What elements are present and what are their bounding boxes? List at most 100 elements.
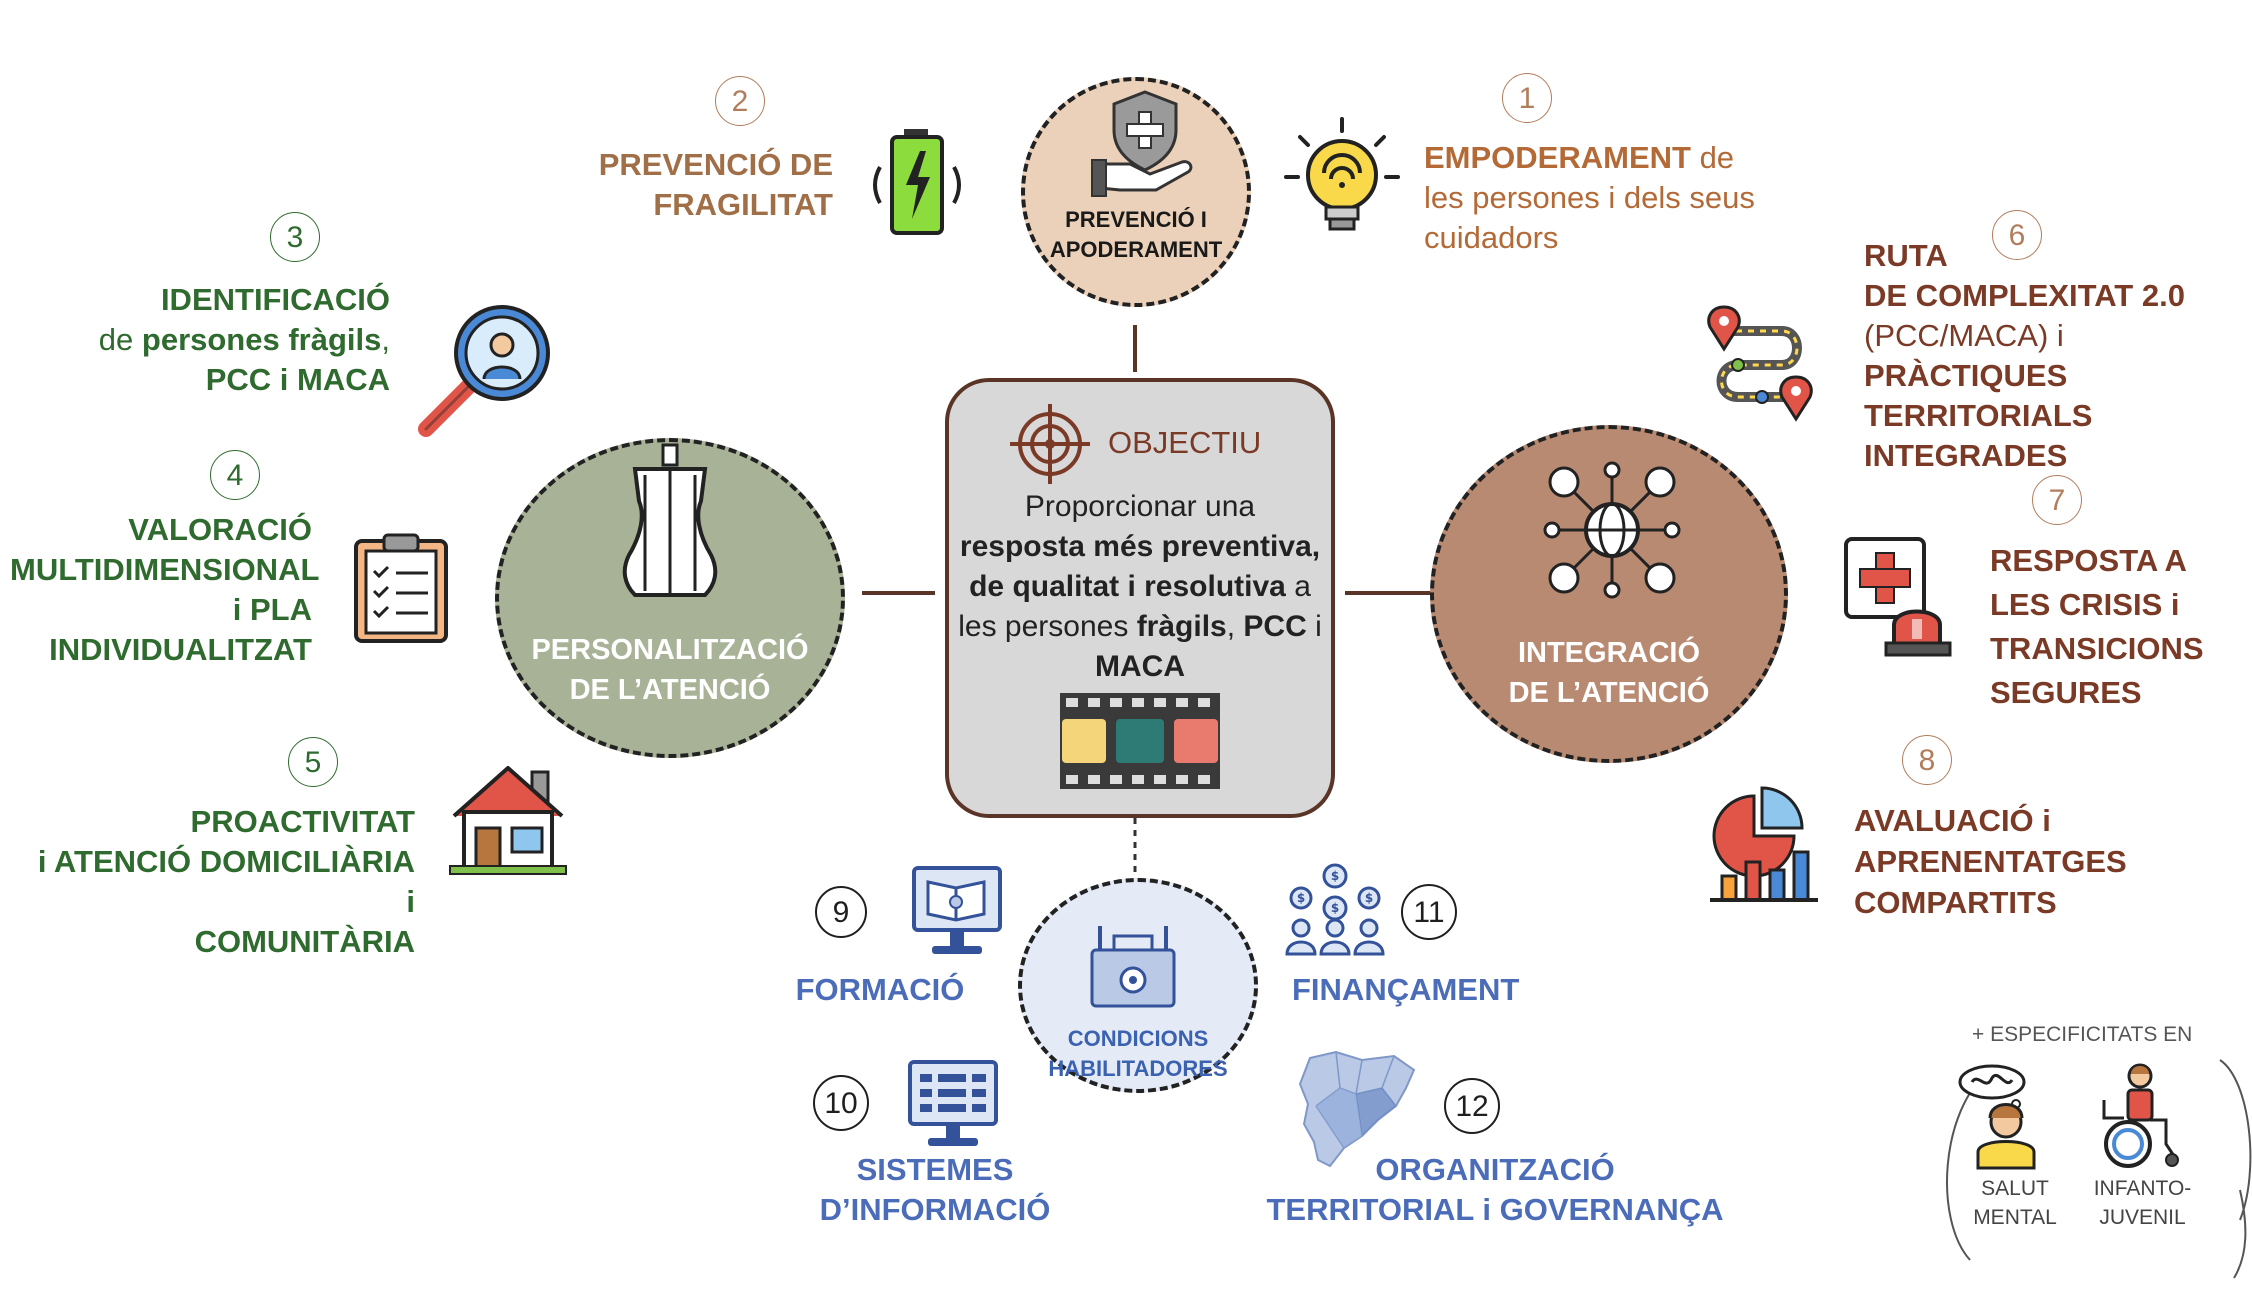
item-11-text: FINANÇAMENT — [1292, 970, 1519, 1010]
item-6-line-3: (PCC/MACA) i — [1864, 318, 2064, 353]
online-training-icon — [912, 866, 1002, 954]
condicions-hub-line-2: HABILITADORES — [1048, 1056, 1228, 1081]
item-3-text: IDENTIFICACIÓ de persones fràgils, PCC i… — [60, 280, 390, 400]
mannequin-icon — [622, 443, 718, 597]
item-1-bold: EMPODERAMENT — [1424, 140, 1691, 175]
item-8-line-3: COMPARTITS — [1854, 885, 2057, 920]
item-5-number: 5 — [288, 737, 338, 787]
information-system-icon — [908, 1060, 998, 1146]
item-4-line-2: MULTIDIMENSIONAL — [10, 552, 320, 587]
item-3-number: 3 — [270, 212, 320, 262]
item-6-line-5: INTEGRADES — [1864, 438, 2068, 473]
prevencio-hub-label: PREVENCIÓ I APODERAMENT — [1021, 205, 1251, 265]
svg-text:$: $ — [1365, 891, 1373, 905]
personal-hub-line-2: DE L’ATENCIÓ — [569, 674, 771, 706]
objective-line-3-rest: a — [1285, 570, 1311, 603]
emergency-kit-icon — [1844, 537, 1952, 657]
item-12-line-1: ORGANITZACIÓ — [1375, 1152, 1615, 1187]
item-3-line-2-pre: de — [98, 322, 142, 357]
item-1-line-3: cuidadors — [1424, 220, 1559, 255]
item-7-text: RESPOSTA A LES CRISIS i TRANSICIONS SEGU… — [1990, 539, 2204, 715]
item-3-line-2-post: , — [381, 322, 390, 357]
target-icon — [1010, 404, 1090, 484]
item-11-line-1: FINANÇAMENT — [1292, 972, 1520, 1007]
clipboard-icon — [354, 533, 448, 643]
film-strip-icon — [1060, 693, 1220, 789]
objective-line-4: les persones fràgils, PCC i — [950, 607, 1330, 647]
battery-icon — [873, 129, 961, 235]
item-8-text: AVALUACIÓ i APRENENTATGES COMPARTITS — [1854, 800, 2127, 923]
prevencio-hub-line-1: PREVENCIÓ I — [1065, 207, 1207, 232]
item-10-line-2: D’INFORMACIÓ — [819, 1192, 1051, 1227]
item-3-line-3: PCC i MACA — [205, 362, 390, 397]
item-2-line-2: FRAGILITAT — [653, 187, 833, 222]
personal-hub-line-1: PERSONALITZACIÓ — [531, 634, 809, 666]
item-1-number: 1 — [1502, 73, 1552, 123]
specificities-heading: + ESPECIFICITATS EN — [1972, 1023, 2193, 1046]
item-1-rest: de — [1690, 140, 1735, 175]
item-5-line-1: PROACTIVITAT — [190, 804, 415, 839]
lightbulb-icon — [1284, 117, 1400, 231]
item-2-line-1: PREVENCIÓ DE — [598, 147, 833, 182]
item-4-line-3: i PLA — [232, 592, 312, 627]
item-1-line-2: les persones i dels seus — [1424, 180, 1755, 215]
item-7-line-2: LES CRISIS i — [1990, 587, 2180, 622]
item-9-text: FORMACIÓ — [780, 970, 980, 1010]
item-6-line-2: DE COMPLEXITAT 2.0 — [1864, 278, 2185, 313]
item-3-line-2: de persones fràgils, — [60, 320, 390, 360]
objective-line-4-bold-1: fràgils — [1136, 610, 1227, 643]
objective-line-1: Proporcionar una — [1024, 490, 1256, 523]
funding-people-icon: $ $ $ $ — [1285, 863, 1385, 956]
objective-line-2: resposta més preventiva, — [959, 530, 1321, 563]
svg-text:$: $ — [1331, 869, 1339, 883]
specificity-mental-line-1: SALUT — [1981, 1177, 2049, 1200]
item-5-line-3: COMUNITÀRIA — [194, 924, 415, 959]
objective-text: Proporcionar una resposta més preventiva… — [950, 487, 1330, 687]
item-6-line-1: RUTA — [1864, 238, 1948, 273]
item-11-number: 11 — [1401, 884, 1457, 940]
item-1-line-1: EMPODERAMENT de — [1424, 138, 1755, 178]
svg-text:$: $ — [1297, 891, 1305, 905]
objective-heading: OBJECTIU — [1108, 425, 1262, 460]
toolbox-icon — [1090, 926, 1176, 1008]
integracio-hub-line-1: INTEGRACIÓ — [1517, 637, 1701, 669]
item-9-line-1: FORMACIÓ — [795, 972, 965, 1007]
objective-line-4-pre: les persones — [958, 610, 1137, 643]
item-12-text: ORGANITZACIÓ TERRITORIAL i GOVERNANÇA — [1265, 1150, 1725, 1230]
item-4-line-4: INDIVIDUALITZAT — [49, 632, 312, 667]
item-12-line-2: TERRITORIAL i GOVERNANÇA — [1266, 1192, 1724, 1227]
specificity-child-line-2: JUVENIL — [2099, 1206, 2186, 1229]
objective-line-3: de qualitat i resolutiva a — [950, 567, 1330, 607]
item-4-text: VALORACIÓ MULTIDIMENSIONAL i PLA INDIVID… — [10, 510, 320, 670]
objective-line-5: MACA — [1095, 650, 1185, 683]
item-5-text: PROACTIVITAT i ATENCIÓ DOMICILIÀRIA i CO… — [30, 802, 415, 962]
catalonia-map-icon — [1298, 1050, 1416, 1168]
item-6-line-4: PRÀCTIQUES TERRITORIALS — [1864, 358, 2093, 433]
route-map-icon — [1707, 305, 1813, 422]
item-6-text: RUTA DE COMPLEXITAT 2.0 (PCC/MACA) i PRÀ… — [1864, 236, 2252, 476]
item-8-line-1: AVALUACIÓ i — [1854, 803, 2051, 838]
objective-line-3-bold: de qualitat i resolutiva — [969, 570, 1286, 603]
pie-bar-chart-icon — [1710, 786, 1818, 902]
item-12-number: 12 — [1444, 1078, 1500, 1134]
mental-health-icon — [1958, 1064, 2036, 1170]
item-3-line-2-bold: persones fràgils — [141, 322, 382, 357]
item-8-line-2: APRENENTATGES — [1854, 844, 2127, 879]
item-7-line-3: TRANSICIONS — [1990, 631, 2204, 666]
personal-hub-label: PERSONALITZACIÓ DE L’ATENCIÓ — [495, 630, 845, 710]
specificity-child-line-1: INFANTO- — [2093, 1177, 2192, 1200]
item-7-line-4: SEGURES — [1990, 675, 2142, 710]
item-7-line-1: RESPOSTA A — [1990, 543, 2187, 578]
svg-text:$: $ — [1331, 901, 1339, 915]
item-4-line-1: VALORACIÓ — [128, 512, 312, 547]
item-4-number: 4 — [210, 450, 260, 500]
objective-line-4-mid: , — [1226, 610, 1244, 643]
wheelchair-child-icon — [2102, 1063, 2179, 1168]
network-globe-icon — [1543, 461, 1681, 599]
item-5-line-2: i ATENCIÓ DOMICILIÀRIA i — [37, 844, 415, 919]
magnifier-person-icon — [418, 305, 550, 437]
specificity-child-label: INFANTO- JUVENIL — [2080, 1174, 2205, 1232]
item-6-number: 6 — [1992, 210, 2042, 260]
integracio-hub-label: INTEGRACIÓ DE L’ATENCIÓ — [1430, 633, 1788, 713]
